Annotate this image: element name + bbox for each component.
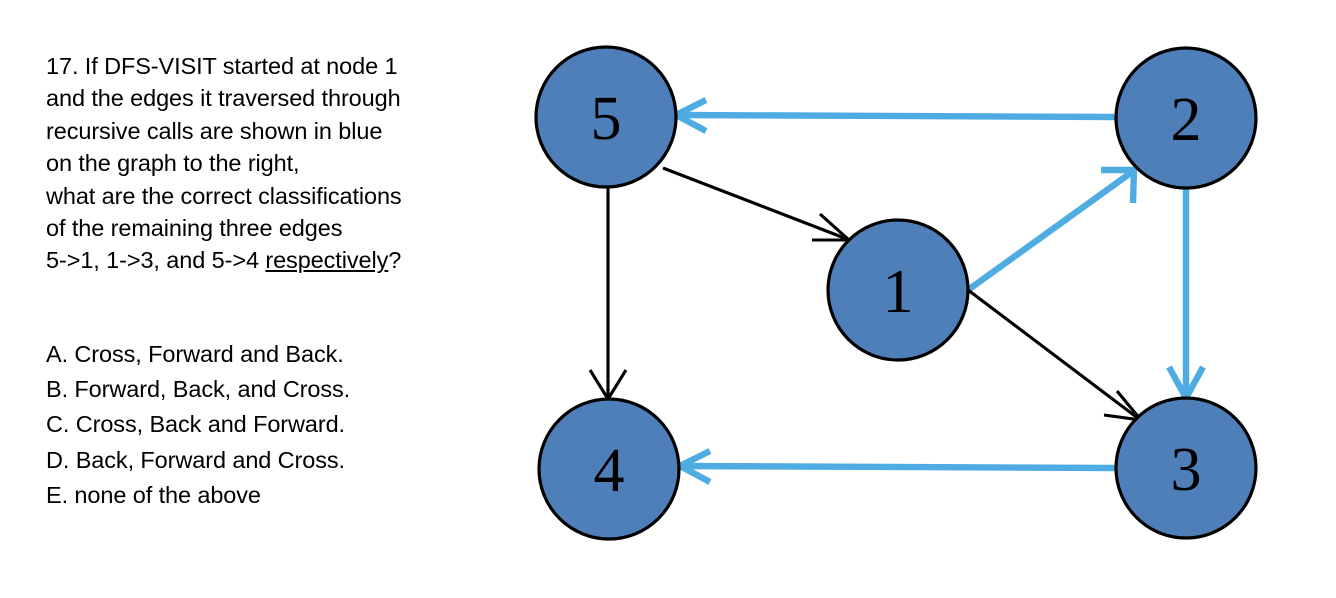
question-mark: ? [388,247,402,274]
edge-1-to-2 [966,166,1138,293]
edge-5-to-1 [662,166,854,242]
graph-node-5-label: 5 [591,85,622,153]
question-line-1: 17. If DFS-VISIT started at node 1 [46,53,398,79]
question-line-4: on the graph to the right, [46,150,300,177]
answer-option-b[interactable]: B. Forward, Back, and Cross. [46,376,351,403]
edge-2-to-5 [669,97,1116,134]
question-line-7: 5->1, 1->3, and 5->4 respectively? [46,244,516,276]
question-line-3: recursive calls are shown in blue [46,117,383,144]
answer-option-a[interactable]: A. Cross, Forward and Back. [46,341,344,367]
question-text-block: 17. If DFS-VISIT started at node 1 and t… [46,50,516,277]
graph-node-1[interactable]: 1 [826,218,970,362]
graph-node-5[interactable]: 5 [534,45,678,189]
question-edge-list: 5->1, 1->3, and 5->4 [46,247,266,274]
answer-option-c[interactable]: C. Cross, Back and Forward. [46,411,345,438]
edge-5-to-4 [588,187,628,402]
answer-options-list: A. Cross, Forward and Back. B. Forward, … [46,337,516,513]
graph-node-3-label: 3 [1171,436,1202,504]
edge-2-to-3 [1166,188,1206,405]
graph-diagram: 5 2 1 4 3 [500,0,1336,598]
graph-node-4[interactable]: 4 [537,397,681,541]
answer-option-e[interactable]: E. none of the above [46,481,261,508]
question-line-5: what are the correct classifications [46,182,402,209]
graph-node-3[interactable]: 3 [1114,396,1258,540]
edge-1-to-3 [967,288,1145,423]
question-respectively-underlined: respectively [265,247,389,274]
graph-node-1-label: 1 [883,258,914,326]
graph-node-2-label: 2 [1171,86,1202,154]
edge-3-to-4 [673,448,1116,485]
graph-node-4-label: 4 [594,437,625,505]
answer-option-d[interactable]: D. Back, Forward and Cross. [46,446,345,473]
graph-node-2[interactable]: 2 [1114,46,1258,190]
question-line-6: of the remaining three edges [46,215,343,242]
question-line-2: and the edges it traversed through [46,85,401,112]
